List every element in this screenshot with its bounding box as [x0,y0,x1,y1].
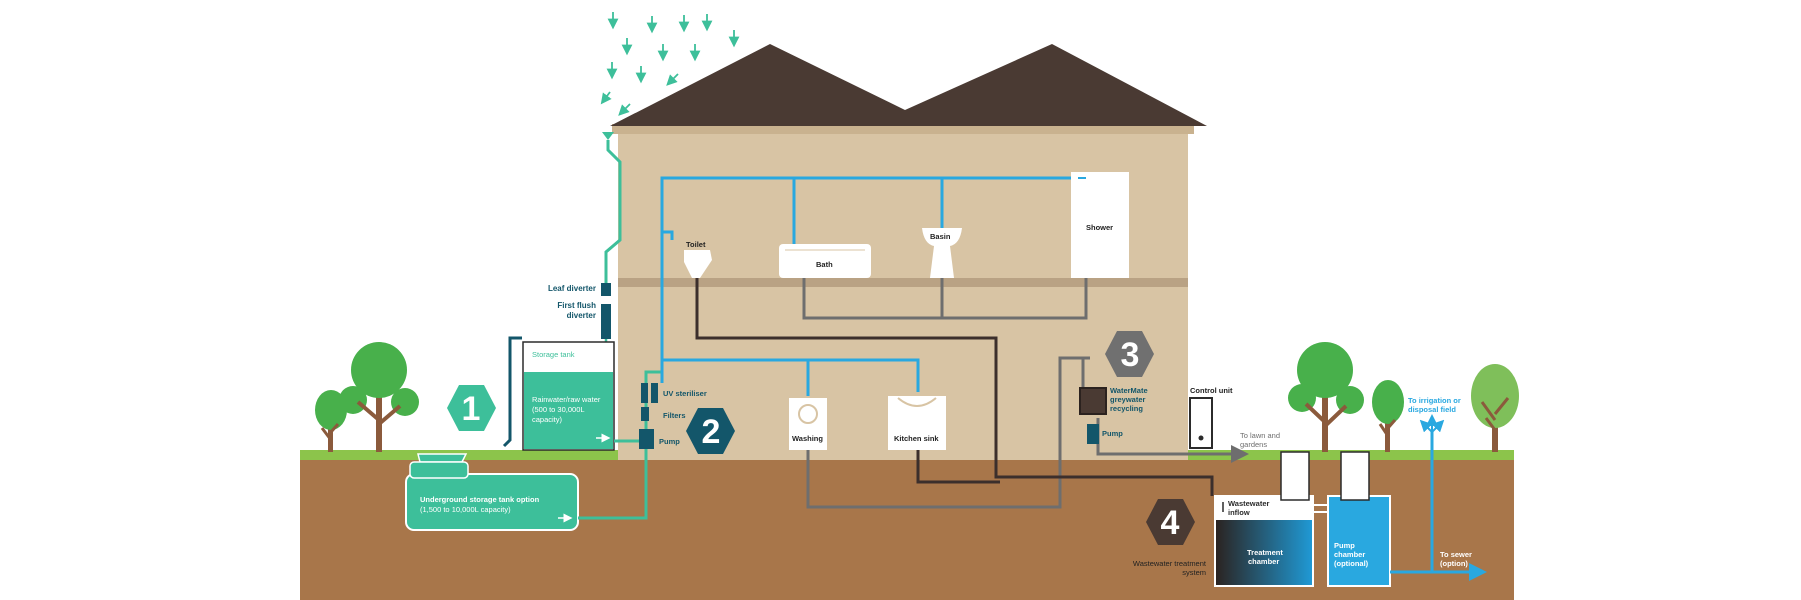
wastewater-inflow-label-1: Wastewater [1228,499,1269,508]
step-badge-3: 3 [1105,331,1154,377]
kitchen-sink: Kitchen sink [888,396,946,450]
bath-label: Bath [816,260,833,269]
control-unit [1189,397,1213,449]
uv-steriliser-device [641,383,648,403]
storage-tank-label: Storage tank [532,350,575,359]
pump-chamber-label-3: (optional) [1334,559,1369,568]
toilet-label: Toilet [686,240,706,249]
irrigation-label-2: disposal field [1408,405,1456,414]
irrigation-label-1: To irrigation or [1408,396,1461,405]
watermate-label-1: WaterMate [1110,386,1148,395]
control-unit-light [1198,435,1204,441]
washing-label: Washing [792,434,823,443]
leaf-diverter-label: Leaf diverter [548,284,596,293]
lawn-label-2: gardens [1240,440,1267,449]
tree [339,342,419,452]
tree [1372,380,1404,452]
treatment-chamber-label-2: chamber [1248,557,1279,566]
underground-label-1: Underground storage tank option [420,495,540,504]
eave-band [612,124,1194,134]
rain-arrows [600,12,740,116]
step-badge-2: 2 [686,408,735,454]
washing-machine: Washing [789,398,827,450]
filters-label: Filters [663,411,686,420]
tree [1471,364,1519,452]
step-badge-1: 1 [447,385,496,431]
wastewater-inflow-label-2: inflow [1228,508,1250,517]
downpipe [602,132,622,290]
lawn-label-1: To lawn and [1240,431,1280,440]
rainwater-label-1: Rainwater/raw water [532,395,601,404]
storage-tank: Storage tank Rainwater/raw water (500 to… [522,341,615,451]
overflow-pipe [502,336,522,448]
wastewater-treatment-system: Wastewater inflow Treatment chamber Pump… [1214,451,1391,587]
pump-chamber-label-2: chamber [1334,550,1365,559]
watermate-unit [1079,387,1107,415]
first-flush-diverter-device [601,304,611,339]
filters-device [641,407,649,421]
greywater-pump-label: Pump [1102,429,1123,438]
pump-device [639,429,654,449]
sewer-label-2: (option) [1440,559,1468,568]
step-number-2: 2 [702,413,721,451]
uv-steriliser-label: UV steriliser [663,389,707,398]
basin-label: Basin [930,232,951,241]
watermate-label-2: greywater [1110,395,1146,404]
trees-right [1288,342,1519,452]
wastewater-system-label-1: Wastewater treatment [1133,559,1207,568]
watermate-label-3: recycling [1110,404,1143,413]
floor-slab [618,278,1188,287]
control-unit-label: Control unit [1190,386,1233,395]
bath: Bath [779,244,871,278]
trees-left [315,342,419,452]
first-flush-label-1: First flush [557,301,596,310]
wastewater-system-label-2: system [1182,568,1206,577]
sewer-label-1: To sewer [1440,550,1472,559]
step-badge-4: 4 [1146,499,1195,545]
uv-steriliser-device-2 [651,383,658,403]
basin: Basin [922,228,962,278]
blackwater-pipes [695,278,1214,496]
leaf-diverter-device [601,283,611,296]
underground-storage-tank: Underground storage tank option (1,500 t… [405,453,579,531]
kitchen-sink-label: Kitchen sink [894,434,939,443]
greywater-pump-device [1087,424,1099,444]
toilet: Toilet [684,240,712,278]
tree [1288,342,1364,452]
first-flush-label-2: diverter [567,311,596,320]
shower-label: Shower [1086,223,1113,232]
roof [610,44,1207,126]
treated-water-outflow [1390,414,1487,581]
rainwater-label-3: capacity) [532,415,563,424]
underground-label-2: (1,500 to 10,000L capacity) [420,505,511,514]
shower: Shower [1071,172,1129,278]
underground-to-pump-pipe [578,448,648,520]
step-number-3: 3 [1121,336,1140,374]
pump-chamber-label-1: Pump [1334,541,1355,550]
step-number-4: 4 [1161,504,1180,542]
treatment-chamber-label-1: Treatment [1247,548,1283,557]
rainwater-label-2: (500 to 30,000L [532,405,585,414]
step-number-1: 1 [462,390,481,428]
pump-label: Pump [659,437,680,446]
